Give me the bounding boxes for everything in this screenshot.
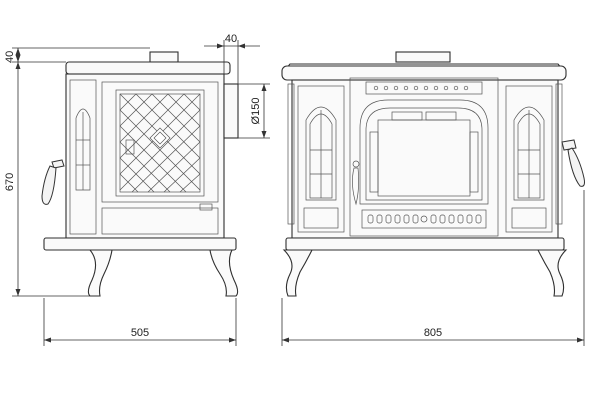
front-door-latch — [352, 167, 360, 206]
side-leg-rear — [209, 249, 239, 297]
side-panel-inner — [115, 89, 205, 197]
side-front-strip — [69, 79, 97, 235]
dim-top-offset-label: 40 — [4, 51, 16, 63]
front-base-plate — [285, 237, 565, 251]
side-lattice-field — [119, 93, 201, 193]
front-leg-left — [282, 249, 313, 297]
side-base-plate — [43, 237, 237, 251]
front-right-panel — [505, 85, 553, 233]
side-view — [41, 51, 239, 297]
side-top-plate — [65, 61, 231, 75]
front-handle-grip — [567, 147, 585, 187]
side-handle-mount — [51, 159, 65, 169]
dim-total-height-label: 670 — [4, 173, 16, 191]
front-ash-vent-slots — [367, 214, 482, 224]
dim-flue-diameter-label: Ø150 — [250, 98, 262, 125]
side-lower-panel — [101, 207, 219, 235]
side-arch-window — [75, 108, 91, 191]
front-view — [281, 51, 585, 297]
front-top-vent-slots — [373, 85, 469, 91]
side-panel-frame — [101, 81, 219, 203]
dim-width-label: 805 — [424, 327, 442, 339]
front-left-arch — [305, 106, 337, 201]
side-flue-collar — [149, 51, 179, 63]
front-glass-frame — [359, 99, 489, 205]
dim-depth-label: 505 — [131, 327, 149, 339]
side-rear-flue — [223, 83, 239, 139]
front-ash-vent — [361, 209, 487, 229]
front-flue-collar — [395, 51, 451, 63]
dim-flue-offset-label: 40 — [225, 33, 237, 45]
side-leg-front — [87, 249, 113, 297]
side-handle-grip — [41, 165, 57, 205]
front-leg-right — [537, 249, 568, 297]
front-left-panel — [297, 85, 345, 233]
front-top-vent — [365, 81, 483, 95]
front-door-frame — [349, 77, 499, 237]
dimension-lines — [12, 40, 585, 346]
front-right-arch — [513, 106, 545, 201]
front-handle-mount — [561, 139, 577, 151]
side-lattice — [119, 93, 201, 193]
